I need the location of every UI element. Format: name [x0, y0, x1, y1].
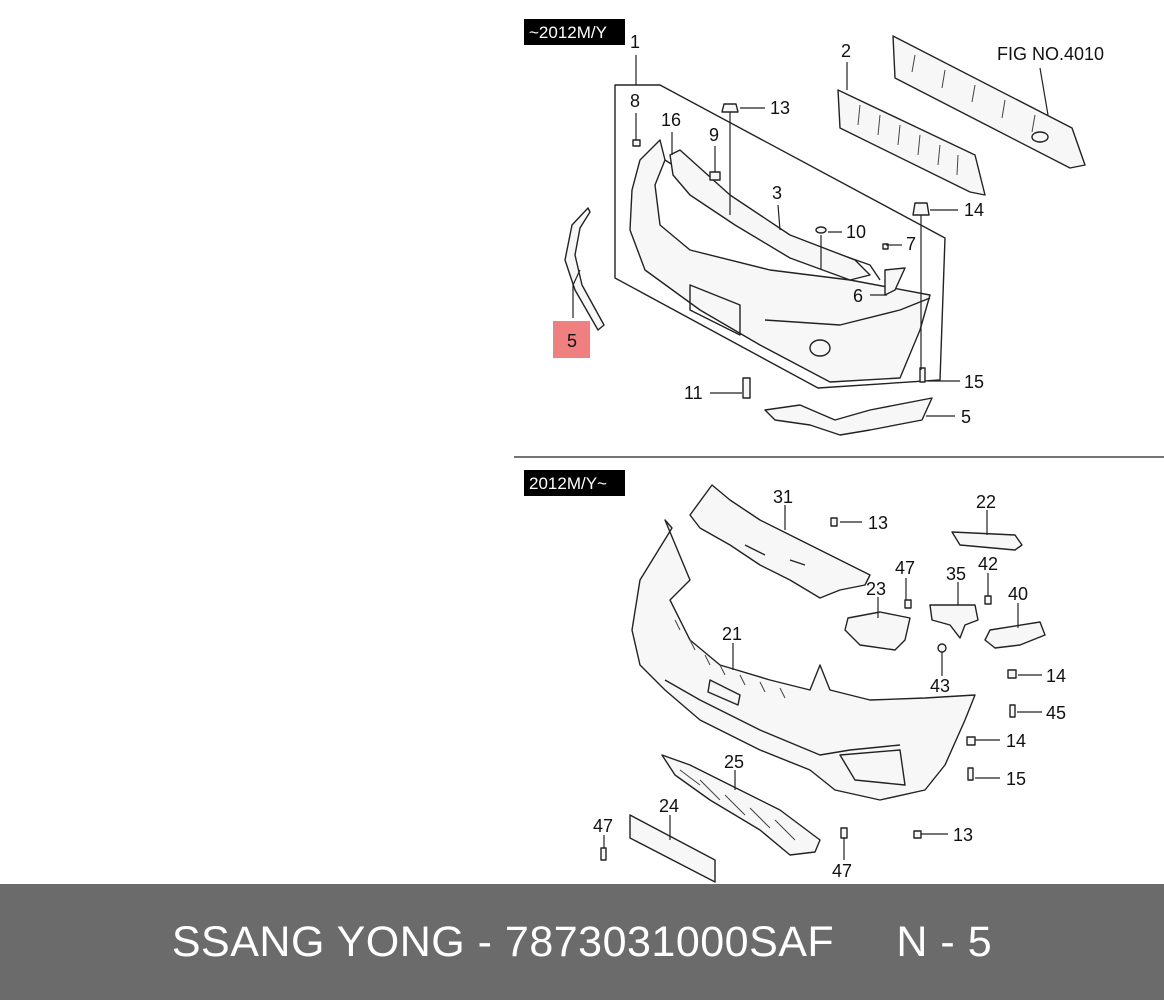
callout-40: 40 — [1008, 584, 1028, 604]
parts-diagram: ~2012M/Y FIG NO.4010 — [514, 19, 1164, 883]
callout-10: 10 — [846, 222, 866, 242]
callout-24: 24 — [659, 796, 679, 816]
callout-35: 35 — [946, 564, 966, 584]
part-23-grille-side — [844, 611, 911, 651]
assembly-frame — [614, 84, 946, 389]
callout-45: 45 — [1046, 703, 1066, 723]
callout-8: 8 — [630, 91, 640, 111]
fasteners-bottom — [600, 517, 1017, 861]
callout-23: 23 — [866, 579, 886, 599]
callout-43: 43 — [930, 676, 950, 696]
callout-13-upper: 13 — [868, 513, 888, 533]
callout-2: 2 — [841, 41, 851, 61]
callout-1: 1 — [630, 32, 640, 52]
svg-text:~2012M/Y: ~2012M/Y — [529, 23, 607, 42]
callout-5-highlighted: 5 — [553, 321, 590, 358]
svg-text:2012M/Y~: 2012M/Y~ — [529, 474, 607, 493]
callout-9: 9 — [709, 125, 719, 145]
callout-25: 25 — [724, 752, 744, 772]
part-22-bracket — [951, 531, 1023, 551]
callout-22: 22 — [976, 492, 996, 512]
leader-lines-bottom — [603, 505, 1042, 860]
svg-text:5: 5 — [567, 331, 577, 351]
footer-banner: SSANG YONG - 7873031000SAF N - 5 — [0, 884, 1164, 1000]
part-side-trim — [564, 207, 605, 331]
part-upper-cover — [689, 484, 871, 599]
era-label-before-2012: ~2012M/Y — [524, 19, 625, 45]
callout-7: 7 — [906, 234, 916, 254]
callout-13: 13 — [770, 98, 790, 118]
footer-part-label: SSANG YONG - 7873031000SAF N - 5 — [171, 917, 993, 966]
callout-15-bottom: 15 — [1006, 769, 1026, 789]
callout-14-lower: 14 — [1006, 731, 1026, 751]
callout-47-left: 47 — [593, 816, 613, 836]
era-label-after-2012: 2012M/Y~ — [524, 470, 625, 496]
callout-14-upper: 14 — [1046, 666, 1066, 686]
part-24-plate-bracket — [629, 814, 716, 883]
callout-47-upper: 47 — [895, 558, 915, 578]
leader-lines-top — [572, 55, 1049, 417]
callout-42: 42 — [978, 554, 998, 574]
callout-15: 15 — [964, 372, 984, 392]
callout-6: 6 — [853, 286, 863, 306]
callout-16: 16 — [661, 110, 681, 130]
callout-47-bottom: 47 — [832, 861, 852, 881]
part-front-bumper-new — [631, 519, 976, 801]
part-energy-absorber — [837, 89, 986, 196]
part-grille-old — [669, 149, 871, 281]
callout-5-lip: 5 — [961, 407, 971, 427]
reinforcement-beam — [892, 35, 1086, 169]
part-40-bracket — [984, 621, 1046, 649]
figure-number: FIG NO.4010 — [997, 44, 1104, 64]
callout-14: 14 — [964, 200, 984, 220]
callout-11: 11 — [684, 383, 703, 403]
callout-31: 31 — [773, 487, 793, 507]
part-35-bracket — [929, 604, 979, 639]
part-25-lower-grille — [661, 754, 821, 856]
callout-13-lower: 13 — [953, 825, 973, 845]
callout-3: 3 — [772, 183, 782, 203]
callout-21: 21 — [722, 624, 742, 644]
part-lower-lip — [764, 397, 933, 436]
